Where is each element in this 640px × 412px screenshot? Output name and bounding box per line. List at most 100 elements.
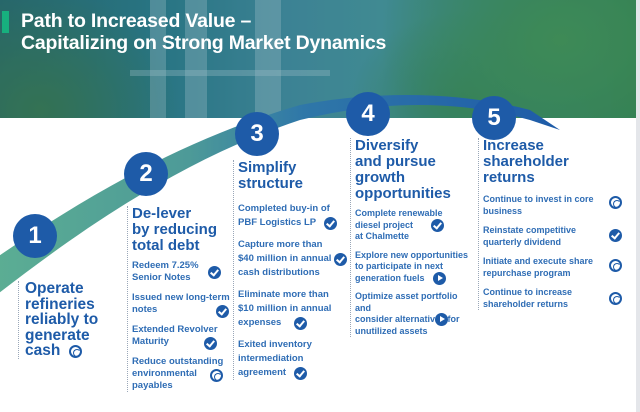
item-line: Reinstate competitive [483,225,577,235]
photo-tint-overlay [0,0,636,118]
item-line: Explore new opportunities [355,249,469,260]
item-line: Initiate and execute share [483,256,594,266]
list-item: Reduce outstanding environmental payable… [132,356,232,392]
title-line: and pursue [355,153,436,170]
step-3-badge: 3 [235,112,279,156]
list-item: Explore new opportunities to participate… [355,250,474,285]
item-line: Completed buy-in of [238,203,330,214]
slide-edge-strip [636,0,640,412]
list-item: Reinstate competitive quarterly dividend [483,225,628,248]
check-icon [208,266,221,279]
item-line: agreement [238,367,287,378]
refinery-tower-graphic [150,0,166,118]
item-line: quarterly dividend [483,236,562,247]
title-line: De-lever [132,205,192,222]
item-line: environmental [132,368,197,379]
item-line: Eliminate more than [238,289,329,300]
title-line: Operate [25,280,84,297]
item-line: Redeem 7.25% [132,260,199,271]
hero-photo-banner [0,0,636,118]
title-line: shareholder [483,153,569,170]
step-3-column: Simplify structure Completed buy-in of P… [233,160,347,380]
play-icon [435,313,448,326]
item-line: Issued new long-term [132,292,230,303]
check-icon [216,305,229,318]
step-1-title: Operate refineries reliably to generate … [25,281,118,359]
cycle-icon [609,259,622,272]
step-1-column: Operate refineries reliably to generate … [18,281,118,359]
list-item: Redeem 7.25% Senior Notes [132,260,232,284]
list-item: Initiate and execute share repurchase pr… [483,256,628,279]
title-line: cash [25,343,118,359]
title-line: Diversify [355,137,419,154]
cycle-icon [609,292,622,305]
step-4-column: Diversify and pursue growth opportunitie… [350,138,474,337]
item-line: Maturity [132,336,169,347]
item-line: notes [132,304,158,315]
title-line: by reducing [132,221,218,238]
play-icon [433,271,446,285]
step-5-column: Increase shareholder returns Continue to… [478,138,628,310]
check-icon [609,229,622,242]
title-line: Increase [483,137,544,154]
item-line: Continue to increase [483,287,573,297]
title-line-2: Capitalizing on Strong Market Dynamics [21,32,387,54]
list-item: Complete renewable diesel project at Cha… [355,208,474,243]
item-line: business [483,205,523,216]
step-3-title: Simplify structure [238,160,345,192]
title-accent-bar [2,11,9,33]
item-line: Complete renewable [355,208,443,218]
check-icon [431,219,444,232]
check-icon [334,253,347,266]
item-line: to participate in next [355,261,444,271]
item-line: shareholder returns [483,298,569,309]
item-line: diesel project [355,219,414,230]
item-line: Exited inventory [238,339,312,350]
list-item: Optimize asset portfolio and consider al… [355,291,474,337]
title-line: reliably to [25,311,99,328]
list-item: Exited inventory intermediation agreemen… [238,338,345,380]
cycle-icon [609,196,622,209]
refinery-tower-graphic [185,0,207,118]
item-line: Senior Notes [132,272,191,283]
item-line: unutilized assets [355,325,428,336]
step-5-title: Increase shareholder returns [483,138,628,186]
list-item: Continue to increase shareholder returns [483,287,628,310]
title-line: growth [355,169,405,186]
item-line: expenses [238,317,282,328]
item-line: PBF Logistics LP [238,217,317,228]
item-line: Optimize asset portfolio and [355,291,458,313]
list-item: Eliminate more than $10 million in annua… [238,288,345,330]
list-item: Extended Revolver Maturity [132,324,232,350]
item-line: consider alternatives for [355,314,460,324]
cycle-icon [210,369,223,382]
step-2-column: De-lever by reducing total debt Redeem 7… [127,206,232,392]
item-line: cash distributions [238,267,320,278]
title-line: returns [483,169,535,186]
step-2-title: De-lever by reducing total debt [132,206,232,254]
item-line: $40 million in annual [238,253,332,264]
check-icon [294,367,307,380]
item-line: payables [132,380,173,391]
title-line: total debt [132,237,200,254]
step-5-badge: 5 [472,96,516,140]
check-icon [294,317,307,330]
title-line: opportunities [355,185,451,202]
step-1-badge: 1 [13,214,57,258]
list-item: Issued new long-term notes [132,292,232,318]
title-line: Simplify [238,159,297,176]
item-line: Reduce outstanding [132,356,224,367]
step-4-title: Diversify and pursue growth opportunitie… [355,138,474,202]
title-line: refineries [25,295,95,313]
page-title: Path to Increased Value – Capitalizing o… [21,10,386,54]
title-line-1: Path to Increased Value – [21,10,252,32]
item-line: at Chalmette [355,231,410,241]
cycle-icon [69,345,82,358]
check-icon [204,337,217,350]
check-icon [324,217,337,230]
item-line: Capture more than [238,239,323,250]
step-2-badge: 2 [124,152,168,196]
item-line: $10 million in annual [238,303,332,314]
item-line: Extended Revolver [132,324,218,335]
